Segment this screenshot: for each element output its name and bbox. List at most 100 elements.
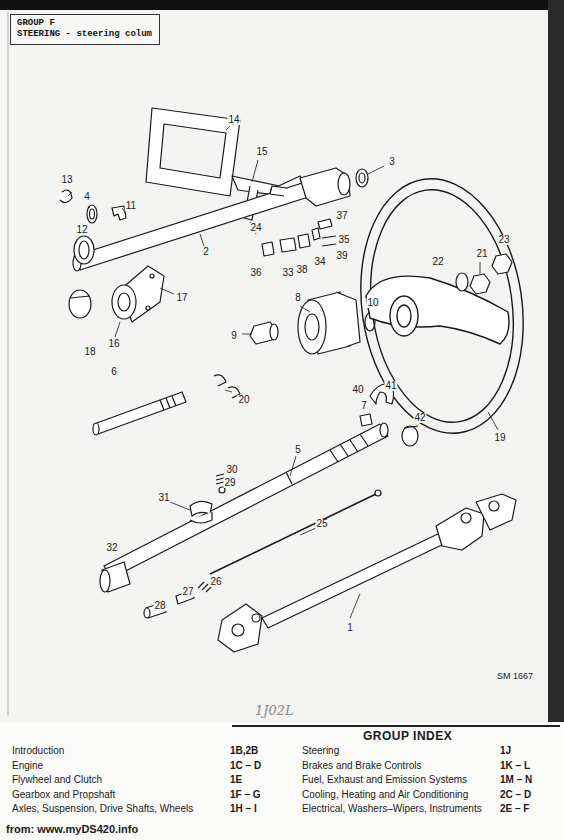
callout-number: 22 [431,257,444,267]
nut-7-clamp-42 [360,414,372,426]
photo-frame [0,0,564,10]
index-entry: Axles, Suspension, Drive Shafts, Wheels [12,804,193,814]
callout-number: 27 [181,587,194,597]
mounting-plate [146,108,240,196]
index-code: 1B,2B [230,746,258,756]
shaft-6 [93,392,186,435]
callout-number: 10 [366,298,379,308]
index-entry: Cooling, Heating and Air Conditioning [302,790,468,800]
callout-number: 16 [107,339,120,349]
flange-16-17 [112,266,164,322]
callout-number: 36 [249,268,262,278]
shaft-5 [286,472,292,484]
callout-number: 11 [125,201,137,211]
callout-number: 29 [223,478,236,488]
leader-lines [480,262,481,274]
clamp-18 [69,290,91,318]
lock-housing-8 [336,292,360,346]
callout-number: 41 [384,381,397,391]
lock-housing-8 [298,300,326,354]
shaft-6 [94,392,186,434]
column-tube [338,173,350,195]
steering-wheel [356,180,527,431]
rod-25 [210,494,376,574]
index-entry: Steering [302,746,339,756]
shaft-5 [330,434,368,462]
rod-25 [210,490,381,574]
clips-20 [214,375,240,398]
table-heading: GROUP INDEX [363,730,452,742]
callout-number: 15 [255,147,268,157]
clamp-12 [74,236,94,264]
intermediate-shaft-1 [252,614,260,622]
shaft-5 [104,424,388,578]
leader-lines [88,206,90,208]
header-text: STEERING - steering colum [17,29,153,40]
leader-lines [160,288,174,294]
callout-number: 3 [388,157,396,167]
callout-number: 38 [295,265,308,275]
callout-number: 24 [249,223,262,233]
index-code: 1E [230,775,242,785]
clamp-12 [79,241,89,259]
intermediate-shaft-1 [476,494,516,530]
index-code: 1J [500,746,511,756]
shaft-5 [380,423,388,437]
washer-nut-21-22-23 [470,274,490,294]
callout-number: 25 [315,519,328,529]
switch-parts [318,219,332,229]
callout-number: 34 [313,257,326,267]
index-code: 1K – L [500,761,530,771]
callout-number: 40 [351,385,364,395]
flange-16-17 [112,285,136,319]
leader-lines [252,160,258,182]
callout-number: 17 [175,293,188,303]
column-tube [73,168,350,271]
callout-number: 6 [110,367,118,377]
nut-7-clamp-42 [402,426,418,446]
switch-parts [312,228,320,240]
nut-9 [270,324,278,340]
half-bushes-31 [190,512,212,523]
intermediate-shaft-1 [461,513,471,523]
index-code: 1H – I [230,804,257,814]
index-code: 1M – N [500,775,532,785]
callout-number: 2 [202,247,210,257]
index-code: 2C – D [500,790,531,800]
leader-lines [368,166,384,174]
shaft-6 [160,396,176,410]
index-entry: Gearbox and Propshaft [12,790,115,800]
switch-parts [262,242,274,256]
switch-parts [322,236,336,246]
leader-lines [226,126,230,130]
callout-number: 33 [281,268,294,278]
intermediate-shaft-1 [489,501,499,511]
index-entry: Flywheel and Clutch [12,775,102,785]
callout-number: 12 [75,225,88,235]
nut-7-clamp-42 [360,414,418,446]
index-entry: Engine [12,761,43,771]
clamp-18 [70,296,90,298]
mounting-plate [160,124,226,178]
clamp-12 [74,236,94,264]
switch-parts [262,219,336,256]
callout-number: 13 [60,175,73,185]
nut-7-clamp-42 [404,426,418,428]
steering-wheel [345,168,539,444]
clips-13-4-11 [60,190,72,203]
callout-number: 4 [83,192,91,202]
spring-plunger-26-27-28 [144,608,150,618]
callout-number: 31 [157,493,170,503]
callout-number: 42 [413,413,426,423]
leader-lines [290,456,296,476]
callout-number: 5 [294,445,302,455]
column-tube [74,178,324,270]
header-box: GROUP FSTEERING - steering colum [10,14,160,45]
column-tube [270,186,286,196]
callout-number: 32 [105,543,118,553]
callout-number: 9 [230,331,238,341]
callout-number: 18 [83,347,96,357]
mounting-plate [146,108,240,196]
intermediate-shaft-1 [218,494,516,652]
